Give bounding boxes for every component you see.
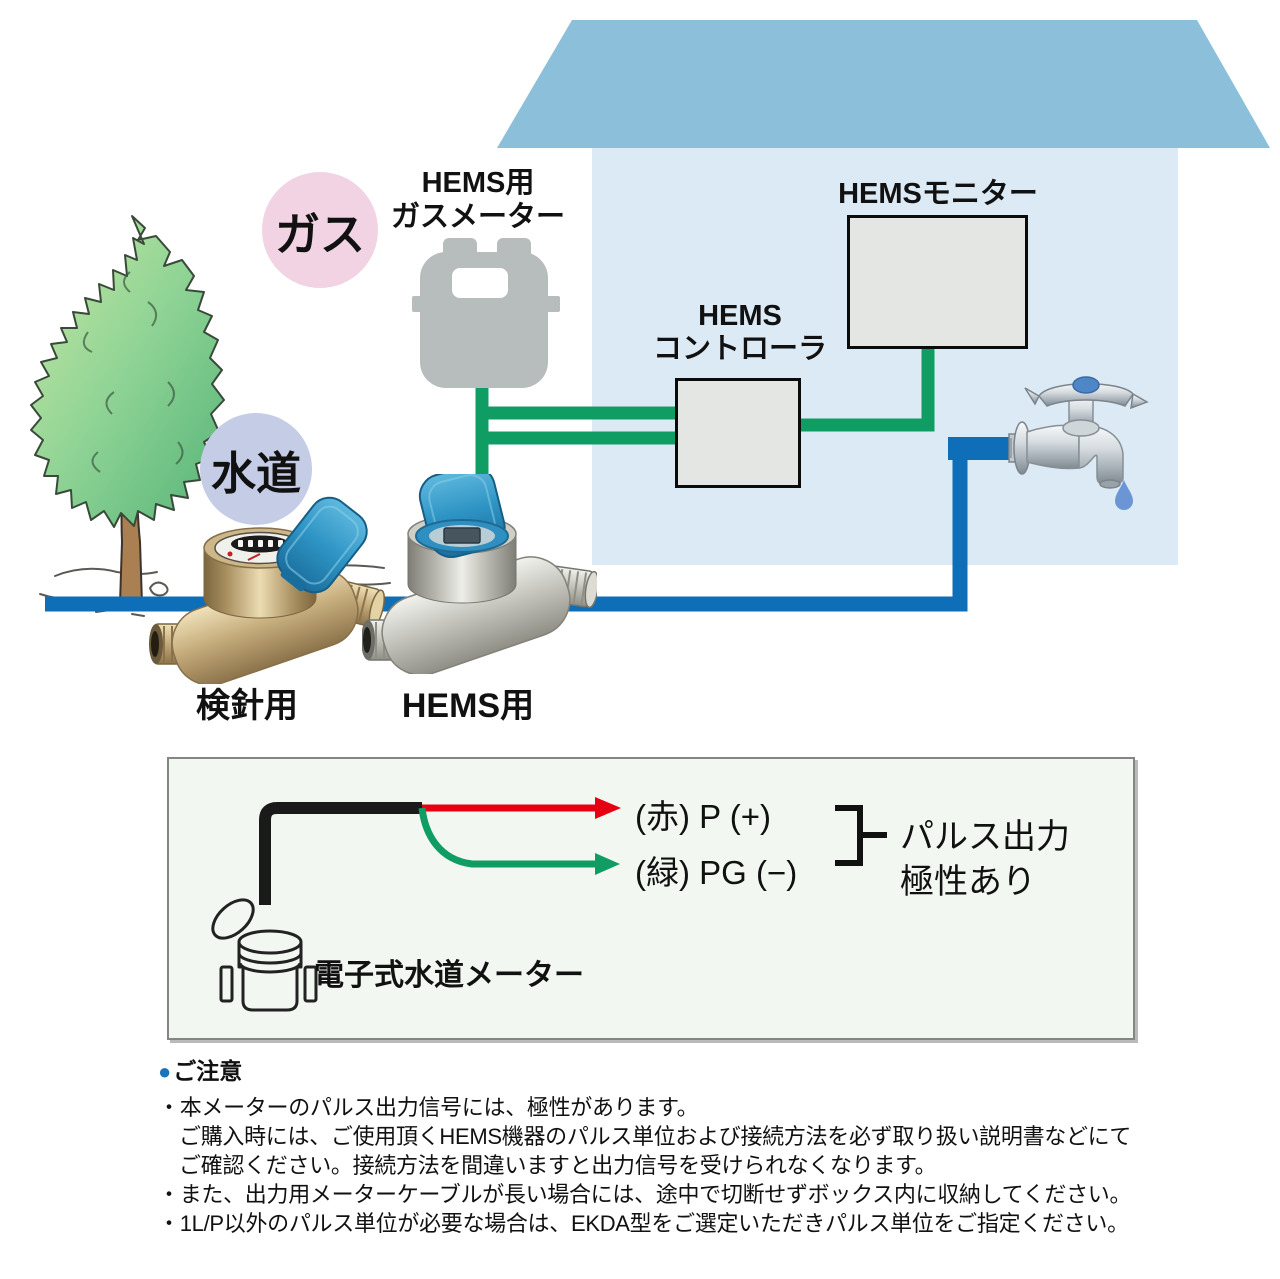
note-line: ご確認ください。接続方法を間違いますと出力信号を受けられなくなります。 — [179, 1153, 937, 1178]
faucet-handle — [1024, 376, 1149, 410]
faucet-illustration — [1008, 376, 1149, 510]
gas-meter-label-line2: ガスメーター — [390, 201, 566, 233]
tree-foliage-texture — [82, 271, 184, 473]
pulse-output-caption-line1: パルス出力 — [900, 818, 1070, 856]
pulse-output-caption-line2: 極性あり — [900, 863, 1036, 901]
gas-badge-text: ガス — [274, 208, 365, 260]
red-wire-label: (赤) P (+) — [635, 798, 771, 835]
pulse-output-caption: パルス出力 極性あり — [900, 815, 1070, 905]
tree-foliage — [30, 215, 225, 528]
water-badge: 水道 — [200, 413, 312, 525]
green-wire — [418, 807, 597, 868]
green-wire-label: (緑) PG (−) — [635, 854, 798, 891]
gas-meter-illustration — [412, 238, 560, 388]
hems-controller-label: HEMS コントローラ — [653, 300, 827, 366]
hems-controller-box — [675, 378, 801, 488]
water-badge-text: 水道 — [210, 447, 301, 499]
red-arrow-icon — [595, 797, 621, 819]
gas-meter-label: HEMS用 ガスメーター — [391, 166, 565, 234]
water-meter-hems — [362, 474, 597, 674]
wire-controller-to-monitor — [797, 344, 935, 432]
water-drop-icon — [1115, 480, 1133, 510]
inspection-meter-label: 検針用 — [196, 687, 298, 725]
note-line: ・1L/P以外のパルス単位が必要な場合は、EKDA型をご選定いただきパルス単位を… — [158, 1211, 1129, 1236]
signal-wires — [475, 344, 935, 480]
hems-controller-label-line1: HEMS — [698, 300, 782, 332]
bracket-icon — [835, 805, 887, 866]
dial-needle — [247, 553, 261, 561]
gas-badge: ガス — [262, 172, 378, 288]
pulse-wiring-drawing — [211, 797, 887, 1012]
lcd-display — [443, 527, 481, 544]
pulse-output-panel: (赤) P (+) (緑) PG (−) パルス出力 極性あり 電子式水道メータ… — [167, 757, 1135, 1040]
note-bullet-icon: ● — [158, 1059, 172, 1084]
notes-section: ●ご注意 ・本メーターのパルス出力信号には、極性があります。 ご購入時には、ご使… — [158, 1052, 1218, 1238]
odometer-digits — [238, 540, 283, 547]
note-line: ・本メーターのパルス出力信号には、極性があります。 — [158, 1095, 699, 1120]
note-line: ・また、出力用メーターケーブルが長い場合には、途中で切断せずボックス内に収納して… — [158, 1182, 1132, 1207]
hems-controller-label-line2: コントローラ — [652, 333, 828, 365]
meter-lid-open — [276, 496, 368, 594]
hems-monitor-box — [847, 215, 1028, 349]
notes-title: ●ご注意 — [158, 1052, 1218, 1086]
electronic-meter-caption: 電子式水道メーター — [314, 959, 584, 992]
notes-title-text: ご注意 — [173, 1058, 243, 1084]
electronic-meter-icon — [211, 898, 318, 1012]
hems-monitor-label: HEMSモニター — [838, 178, 1038, 210]
water-meter-inspection — [149, 496, 385, 684]
hems-meter-label: HEMS用 — [401, 687, 535, 725]
tree-illustration — [30, 215, 225, 609]
gas-meter-label-line1: HEMS用 — [421, 167, 535, 199]
meter-cable — [259, 802, 422, 905]
note-line: ご購入時には、ご使用頂くHEMS機器のパルス単位および接続方法を必ず取り扱い説明… — [179, 1124, 1132, 1149]
green-arrow-icon — [595, 853, 620, 875]
house-roof — [497, 20, 1270, 148]
